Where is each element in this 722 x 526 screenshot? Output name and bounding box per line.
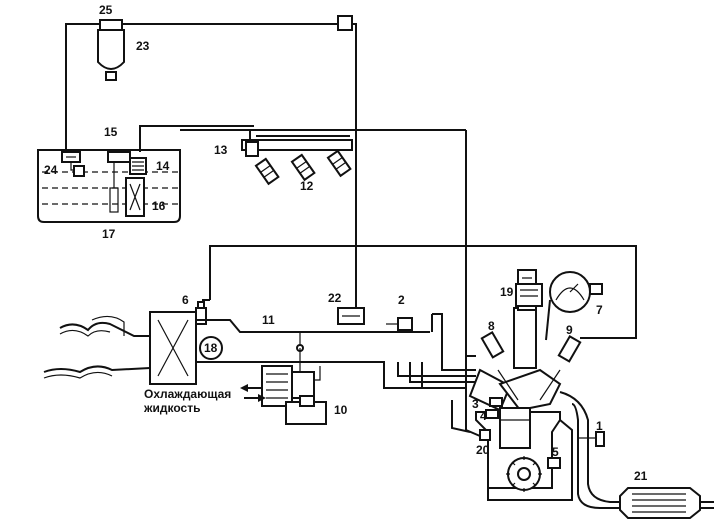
part-labels: 25 23 15 24 14 16 17 13 12 6 11 22 2 18 … xyxy=(44,3,648,483)
fuel-injectors xyxy=(254,149,352,186)
vapor-lines xyxy=(65,15,357,310)
label-7: 7 xyxy=(596,303,603,317)
label-8: 8 xyxy=(488,319,495,333)
label-19: 19 xyxy=(500,285,514,299)
label-6: 6 xyxy=(182,293,189,307)
label-3: 3 xyxy=(472,397,479,411)
label-12: 12 xyxy=(300,179,314,193)
charcoal-canister xyxy=(97,19,125,81)
label-17: 17 xyxy=(102,227,116,241)
label-25: 25 xyxy=(99,3,113,17)
engine-block xyxy=(451,269,603,501)
label-5: 5 xyxy=(552,445,559,459)
fuel-rail xyxy=(241,139,353,157)
exhaust-system xyxy=(559,391,714,519)
return-loop-line xyxy=(202,245,637,339)
label-18: 18 xyxy=(204,341,218,355)
label-2: 2 xyxy=(398,293,405,307)
label-9: 9 xyxy=(566,323,573,337)
label-24: 24 xyxy=(44,163,58,177)
intake-tract xyxy=(43,301,476,389)
fuel-tank xyxy=(37,149,181,223)
engine-connections xyxy=(465,337,596,437)
label-13: 13 xyxy=(214,143,228,157)
label-4: 4 xyxy=(480,409,487,423)
label-14: 14 xyxy=(156,159,170,173)
coolant-caption-line1: Охлаждающая xyxy=(144,387,231,401)
label-21: 21 xyxy=(634,469,648,483)
throttle-assembly xyxy=(261,348,327,425)
label-20: 20 xyxy=(476,443,490,457)
label-16: 16 xyxy=(152,199,166,213)
label-23: 23 xyxy=(136,39,150,53)
label-15: 15 xyxy=(104,125,118,139)
label-10: 10 xyxy=(334,403,348,417)
coolant-caption-line2: жидкость xyxy=(143,401,200,415)
label-11: 11 xyxy=(262,313,275,327)
label-1: 1 xyxy=(596,419,603,433)
coolant-arrows xyxy=(240,384,266,402)
coolant-caption: Охлаждающая жидкость xyxy=(143,387,231,415)
label-22: 22 xyxy=(328,291,342,305)
